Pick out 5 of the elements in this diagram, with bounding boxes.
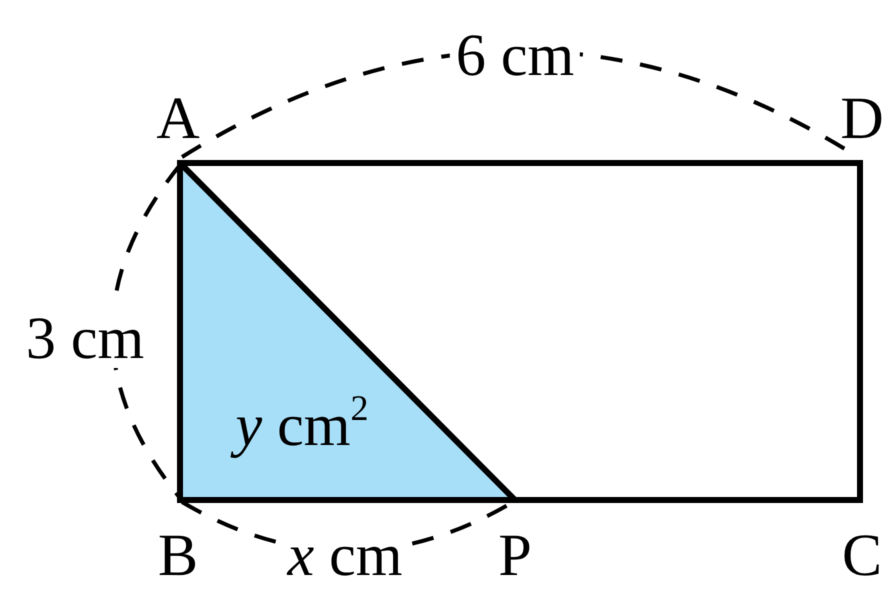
point-label: B xyxy=(156,525,200,585)
point-label: A xyxy=(155,88,201,148)
point-label: C xyxy=(840,525,884,585)
point-label: P xyxy=(497,525,533,585)
point-label: D xyxy=(839,88,885,148)
